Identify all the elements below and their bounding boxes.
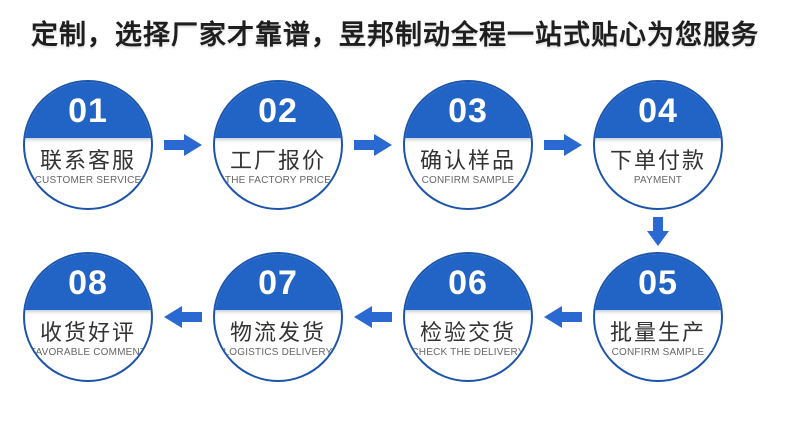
step-label-en: LOGISTICS DELIVERY	[223, 347, 333, 358]
arrow-left-icon	[354, 305, 392, 329]
step-label-zh: 收货好评	[39, 320, 136, 345]
arrow-left-icon	[164, 305, 202, 329]
step-number: 05	[638, 264, 678, 302]
step-number-panel: 02	[215, 82, 341, 138]
step-number-panel: 06	[405, 254, 531, 310]
step-label-en: CHECK THE DELIVERY	[411, 347, 525, 358]
step-label-zh: 确认样品	[419, 148, 516, 173]
step-circle-07: 07 物流发货 LOGISTICS DELIVERY	[213, 252, 343, 382]
step-number-panel: 04	[595, 82, 721, 138]
step-number-panel: 05	[595, 254, 721, 310]
step-number: 04	[638, 92, 678, 130]
step-number: 03	[448, 92, 488, 130]
arrow-right-icon	[354, 133, 392, 157]
step-label-en: FAVORABLE COMMENT	[29, 347, 147, 358]
arrow-right-icon	[544, 133, 582, 157]
step-label-zh: 批量生产	[609, 320, 706, 345]
page-title: 定制，选择厂家才靠谱，昱邦制动全程一站式贴心为您服务	[31, 20, 759, 50]
step-label-zh: 物流发货	[229, 320, 326, 345]
step-number-panel: 03	[405, 82, 531, 138]
step-number: 08	[68, 264, 108, 302]
arrow-down-icon	[646, 217, 670, 247]
step-label-en: THE FACTORY PRICE	[224, 175, 332, 186]
step-label-zh: 下单付款	[609, 148, 706, 173]
step-number-panel: 07	[215, 254, 341, 310]
step-number: 02	[258, 92, 298, 130]
step-number-panel: 08	[25, 254, 151, 310]
arrow-left-icon	[544, 305, 582, 329]
step-label-zh: 工厂报价	[229, 148, 326, 173]
arrow-right-icon	[164, 133, 202, 157]
step-circle-04: 04 下单付款 PAYMENT	[593, 80, 723, 210]
step-label-zh: 检验交货	[419, 320, 516, 345]
step-circle-08: 08 收货好评 FAVORABLE COMMENT	[23, 252, 153, 382]
step-circle-03: 03 确认样品 CONFIRM SAMPLE	[403, 80, 533, 210]
step-label-en: CUSTOMER SERVICE	[34, 175, 142, 186]
step-number: 01	[68, 92, 108, 130]
step-label-zh: 联系客服	[39, 148, 136, 173]
step-circle-05: 05 批量生产 CONFIRM SAMPLE	[593, 252, 723, 382]
step-label-en: CONFIRM SAMPLE	[421, 175, 515, 186]
step-circle-02: 02 工厂报价 THE FACTORY PRICE	[213, 80, 343, 210]
step-number: 06	[448, 264, 488, 302]
step-number-panel: 01	[25, 82, 151, 138]
step-label-en: PAYMENT	[633, 175, 683, 186]
step-circle-01: 01 联系客服 CUSTOMER SERVICE	[23, 80, 153, 210]
step-circle-06: 06 检验交货 CHECK THE DELIVERY	[403, 252, 533, 382]
step-number: 07	[258, 264, 298, 302]
step-label-en: CONFIRM SAMPLE	[611, 347, 705, 358]
